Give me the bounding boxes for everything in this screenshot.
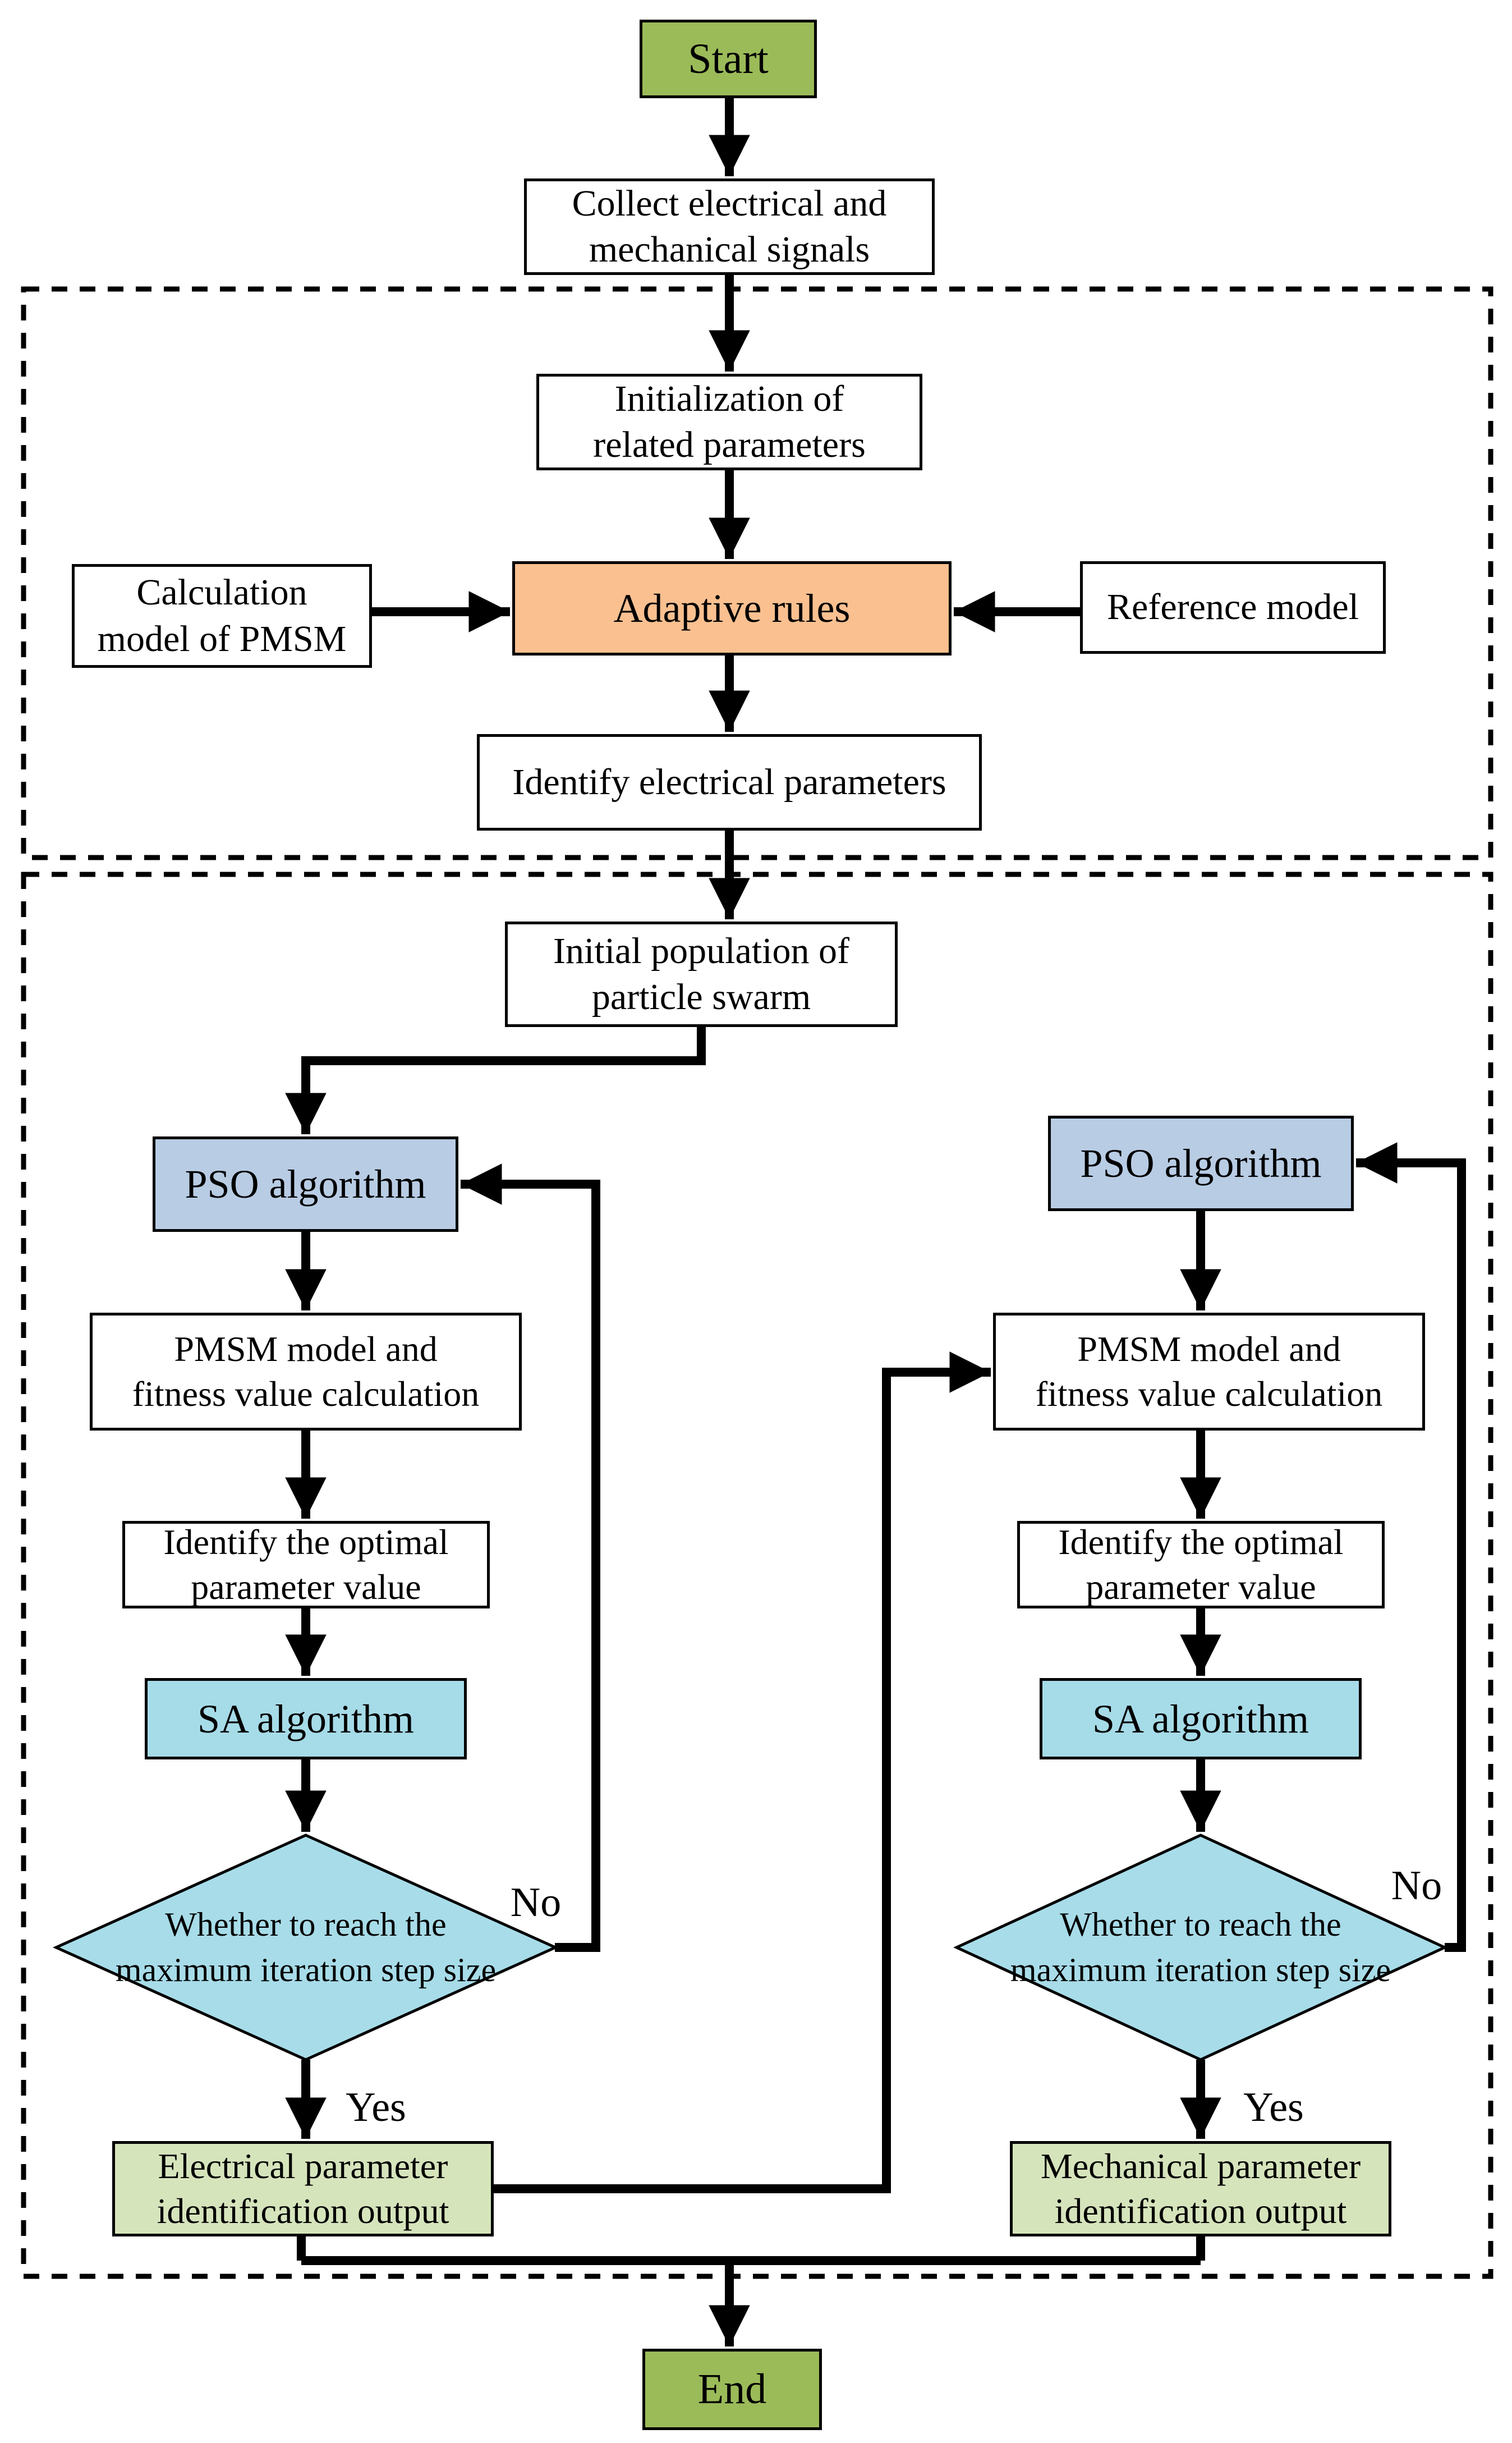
node-initialization: Initialization of related parameters xyxy=(536,374,922,470)
arrow-population-to-pso-left xyxy=(285,1027,706,1134)
decision-diamond-right xyxy=(953,1834,1448,2061)
node-initial-population-label: Initial population of particle swarm xyxy=(553,930,849,1018)
node-identify-optimal-right-label: Identify the optimal parameter value xyxy=(1058,1522,1344,1607)
node-sa-algorithm-left-label: SA algorithm xyxy=(197,1696,414,1741)
node-identify-optimal-left: Identify the optimal parameter value xyxy=(122,1521,490,1608)
arrow-decision-left-no-loop xyxy=(461,1163,600,1952)
edge-label-no-left: No xyxy=(510,1879,562,1926)
node-mechanical-output: Mechanical parameter identification outp… xyxy=(1010,2141,1391,2236)
node-start-label: Start xyxy=(688,35,769,82)
node-pmsm-model-right: PMSM model and fitness value calculation xyxy=(993,1313,1425,1431)
node-pso-algorithm-left: PSO algorithm xyxy=(153,1136,458,1232)
node-adaptive-rules-label: Adaptive rules xyxy=(613,586,851,631)
node-mechanical-output-label: Mechanical parameter identification outp… xyxy=(1040,2146,1361,2231)
node-calculation-model: Calculation model of PMSM xyxy=(72,564,372,668)
node-identify-electrical-label: Identify electrical parameters xyxy=(512,761,946,803)
node-pso-algorithm-left-label: PSO algorithm xyxy=(185,1162,426,1207)
node-sa-algorithm-right-label: SA algorithm xyxy=(1092,1696,1309,1741)
node-pmsm-model-left: PMSM model and fitness value calculation xyxy=(90,1313,522,1431)
node-adaptive-rules: Adaptive rules xyxy=(512,561,952,656)
node-initialization-label: Initialization of related parameters xyxy=(593,378,866,466)
node-electrical-output: Electrical parameter identification outp… xyxy=(112,2141,494,2236)
node-reference-model: Reference model xyxy=(1080,561,1386,654)
decision-label-left: Whether to reach the maximum iteration s… xyxy=(115,1906,497,1988)
node-pmsm-model-right-label: PMSM model and fitness value calculation xyxy=(1035,1329,1383,1414)
decision-label-right: Whether to reach the maximum iteration s… xyxy=(1010,1906,1391,1988)
node-electrical-output-label: Electrical parameter identification outp… xyxy=(157,2146,449,2231)
node-start: Start xyxy=(640,20,817,98)
node-pso-algorithm-right-label: PSO algorithm xyxy=(1080,1141,1322,1186)
node-initial-population: Initial population of particle swarm xyxy=(505,922,898,1027)
node-identify-optimal-right: Identify the optimal parameter value xyxy=(1017,1521,1385,1608)
edge-label-no-right: No xyxy=(1391,1862,1442,1909)
node-sa-algorithm-right: SA algorithm xyxy=(1040,1678,1362,1759)
node-collect-signals: Collect electrical and mechanical signal… xyxy=(524,178,935,275)
node-pso-algorithm-right: PSO algorithm xyxy=(1048,1116,1354,1211)
edge-label-yes-right: Yes xyxy=(1243,2084,1304,2130)
node-identify-optimal-left-label: Identify the optimal parameter value xyxy=(163,1522,449,1607)
node-calculation-model-label: Calculation model of PMSM xyxy=(97,572,347,659)
decision-diamond-left xyxy=(52,1834,559,2061)
region-electrical-identification-border xyxy=(21,286,1493,860)
arrow-electrical-to-pmsm-right xyxy=(494,1351,991,2193)
node-sa-algorithm-left: SA algorithm xyxy=(145,1678,467,1759)
node-reference-model-label: Reference model xyxy=(1107,586,1359,628)
node-pmsm-model-left-label: PMSM model and fitness value calculation xyxy=(132,1329,480,1414)
node-end-label: End xyxy=(697,2366,767,2413)
arrow-decision-right-no-loop xyxy=(1356,1142,1466,1952)
region-pso-sa-border xyxy=(21,872,1493,2279)
edge-label-yes-left: Yes xyxy=(346,2084,406,2130)
node-identify-electrical: Identify electrical parameters xyxy=(477,734,982,831)
node-end: End xyxy=(642,2349,822,2430)
node-collect-signals-label: Collect electrical and mechanical signal… xyxy=(572,182,887,271)
